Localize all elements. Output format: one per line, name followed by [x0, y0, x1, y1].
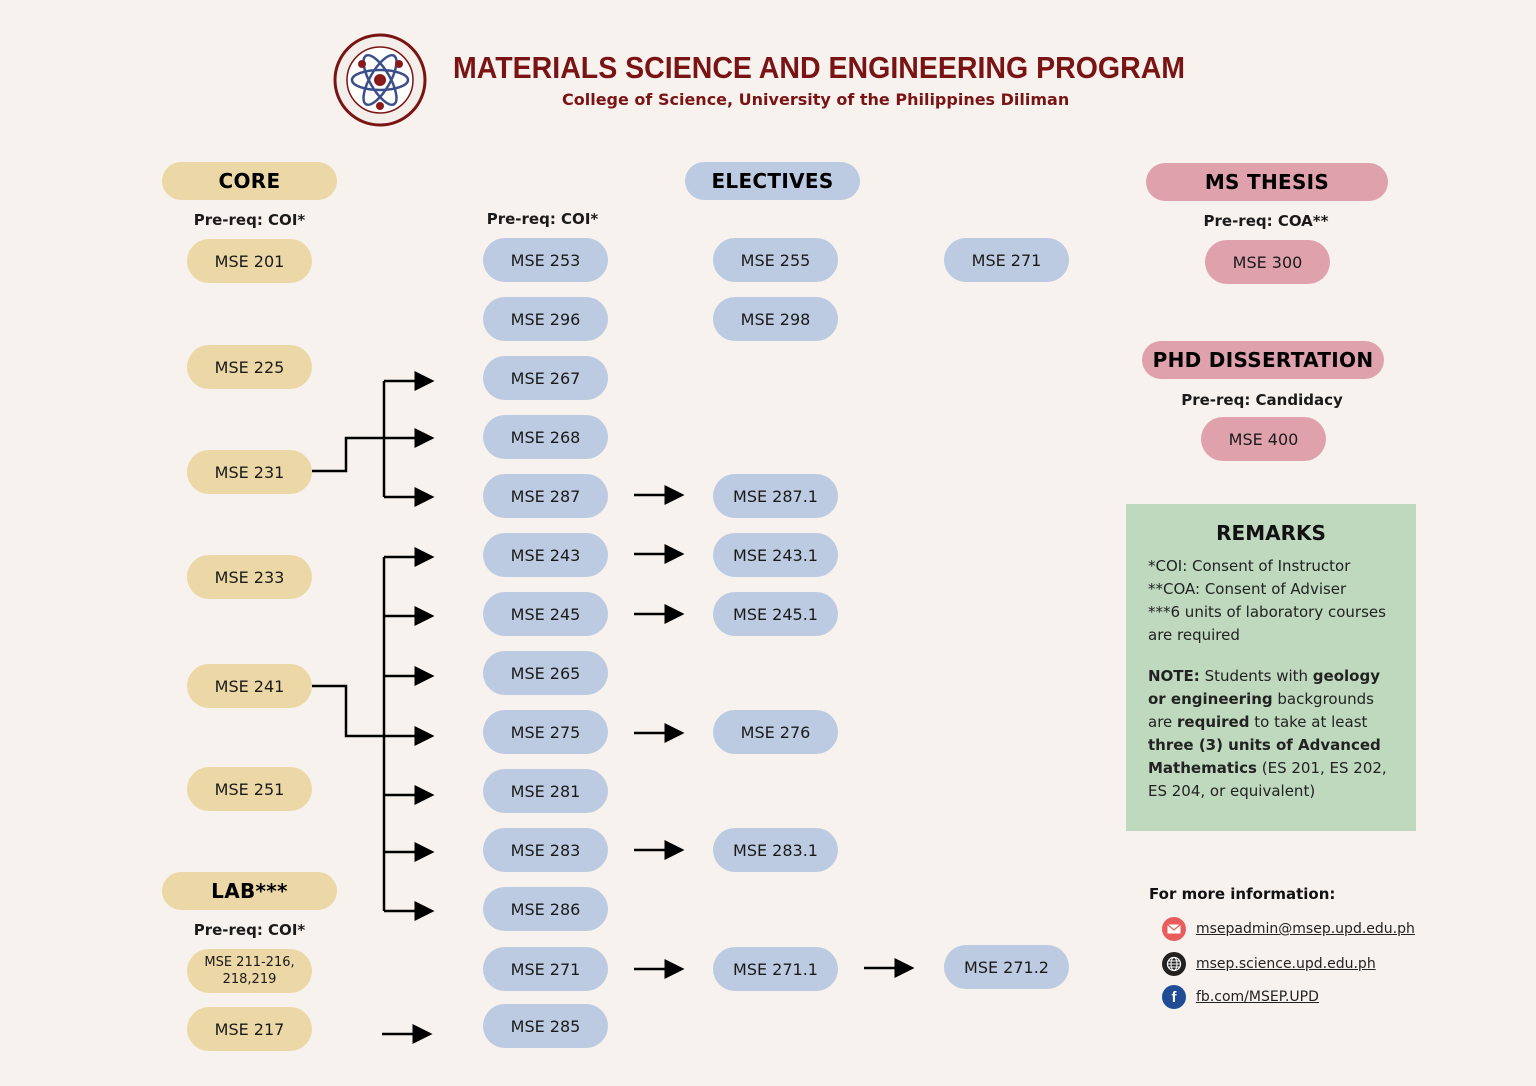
course-mse-245[interactable]: MSE 245 — [483, 592, 608, 636]
remark-coi: *COI: Consent of Instructor — [1148, 557, 1351, 575]
course-mse-298[interactable]: MSE 298 — [713, 297, 838, 341]
course-mse-225[interactable]: MSE 225 — [187, 345, 312, 389]
course-mse-283-1[interactable]: MSE 283.1 — [713, 828, 838, 872]
course-mse-283[interactable]: MSE 283 — [483, 828, 608, 872]
electives-header: ELECTIVES — [685, 162, 860, 200]
page-title: MATERIALS SCIENCE AND ENGINEERING PROGRA… — [453, 50, 1186, 85]
globe-icon — [1162, 952, 1186, 976]
facebook-icon: f — [1162, 985, 1186, 1009]
course-mse-296[interactable]: MSE 296 — [483, 297, 608, 341]
remarks-box: REMARKS *COI: Consent of Instructor **CO… — [1126, 504, 1416, 831]
contact-email-row: msepadmin@msep.upd.edu.ph — [1162, 917, 1415, 941]
course-mse-271[interactable]: MSE 271 — [483, 947, 608, 991]
course-mse-243[interactable]: MSE 243 — [483, 533, 608, 577]
electives-prereq: Pre-req: COI* — [486, 210, 599, 228]
course-mse-253[interactable]: MSE 253 — [483, 238, 608, 282]
course-mse-400[interactable]: MSE 400 — [1201, 417, 1326, 461]
course-mse-251[interactable]: MSE 251 — [187, 767, 312, 811]
connector-mse231 — [312, 436, 384, 473]
contact-facebook-link[interactable]: fb.com/MSEP.UPD — [1196, 989, 1319, 1005]
program-logo — [333, 33, 427, 127]
phd-prereq: Pre-req: Candidacy — [1181, 391, 1343, 409]
course-mse-243-1[interactable]: MSE 243.1 — [713, 533, 838, 577]
course-mse-268[interactable]: MSE 268 — [483, 415, 608, 459]
course-mse-300[interactable]: MSE 300 — [1205, 240, 1330, 284]
course-mse-275[interactable]: MSE 275 — [483, 710, 608, 754]
course-mse-241[interactable]: MSE 241 — [187, 664, 312, 708]
course-mse-286[interactable]: MSE 286 — [483, 887, 608, 931]
connector-mse241 — [312, 684, 384, 738]
course-mse-211-216[interactable]: MSE 211-216, 218,219 — [187, 949, 312, 993]
mail-icon — [1162, 917, 1186, 941]
remark-lab: ***6 units of laboratory courses are req… — [1148, 603, 1386, 644]
lab-prereq: Pre-req: COI* — [193, 921, 306, 939]
contact-email-link[interactable]: msepadmin@msep.upd.edu.ph — [1196, 921, 1415, 937]
course-mse-271-1[interactable]: MSE 271.1 — [713, 947, 838, 991]
course-mse-271-top[interactable]: MSE 271 — [944, 238, 1069, 282]
lab-header: LAB*** — [162, 872, 337, 910]
page-subtitle: College of Science, University of the Ph… — [562, 90, 1070, 109]
core-header: CORE — [162, 162, 337, 200]
course-mse-271-2[interactable]: MSE 271.2 — [944, 945, 1069, 989]
core-prereq: Pre-req: COI* — [193, 211, 306, 229]
course-mse-281[interactable]: MSE 281 — [483, 769, 608, 813]
course-mse-231[interactable]: MSE 231 — [187, 450, 312, 494]
remark-note: NOTE: Students with geology or engineeri… — [1148, 667, 1387, 800]
contact-facebook-row: f fb.com/MSEP.UPD — [1162, 985, 1319, 1009]
contact-website-row: msep.science.upd.edu.ph — [1162, 952, 1376, 976]
course-mse-201[interactable]: MSE 201 — [187, 239, 312, 283]
ms-thesis-prereq: Pre-req: COA** — [1203, 212, 1329, 230]
course-mse-287-1[interactable]: MSE 287.1 — [713, 474, 838, 518]
course-mse-245-1[interactable]: MSE 245.1 — [713, 592, 838, 636]
course-mse-267[interactable]: MSE 267 — [483, 356, 608, 400]
course-mse-287[interactable]: MSE 287 — [483, 474, 608, 518]
course-mse-265[interactable]: MSE 265 — [483, 651, 608, 695]
contact-title: For more information: — [1149, 885, 1336, 903]
contact-website-link[interactable]: msep.science.upd.edu.ph — [1196, 956, 1376, 972]
course-mse-255[interactable]: MSE 255 — [713, 238, 838, 282]
course-mse-217[interactable]: MSE 217 — [187, 1007, 312, 1051]
course-mse-233[interactable]: MSE 233 — [187, 555, 312, 599]
ms-thesis-header: MS THESIS — [1146, 163, 1388, 201]
remark-coa: **COA: Consent of Adviser — [1148, 580, 1347, 598]
course-mse-276[interactable]: MSE 276 — [713, 710, 838, 754]
remarks-title: REMARKS — [1216, 521, 1326, 545]
phd-header: PHD DISSERTATION — [1142, 341, 1384, 379]
course-mse-285[interactable]: MSE 285 — [483, 1004, 608, 1048]
